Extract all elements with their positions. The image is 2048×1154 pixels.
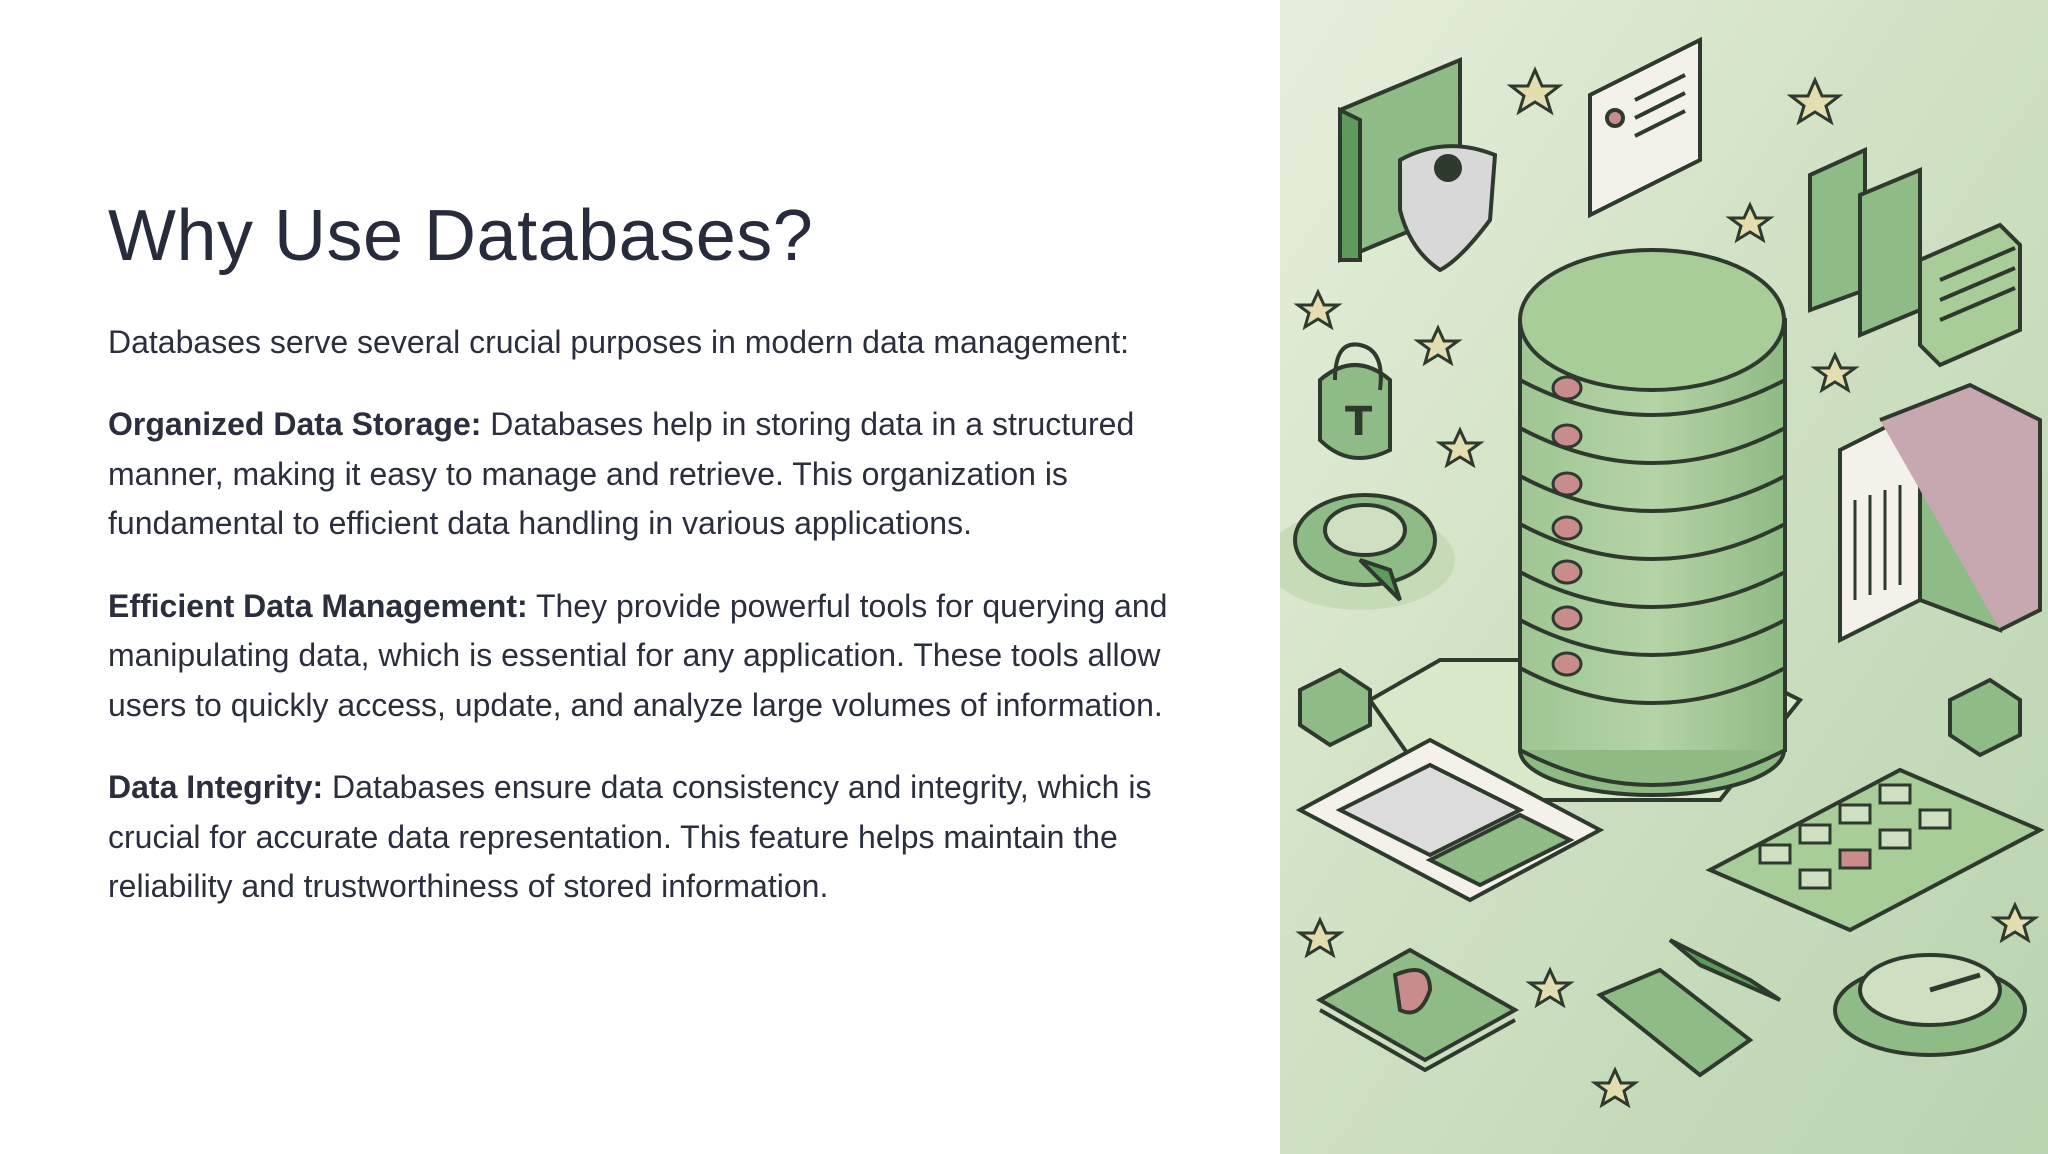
section-efficient-management: Efficient Data Management: They provide …	[108, 582, 1178, 731]
section-heading: Data Integrity:	[108, 769, 324, 805]
page-title: Why Use Databases?	[108, 196, 814, 276]
section-body: They provide powerful tools for querying…	[108, 587, 1168, 723]
section-body: Databases ensure data consistency and in…	[108, 769, 1152, 904]
notebook-icon	[1315, 947, 1520, 1073]
shield-icon	[1338, 57, 1498, 273]
pen-icon	[1596, 938, 1782, 1078]
section-data-integrity: Data Integrity: Databases ensure data co…	[108, 763, 1178, 912]
text-column: Why Use Databases? Databases serve sever…	[108, 190, 1178, 912]
building-icon	[1808, 146, 2022, 368]
tablet-icon	[1295, 737, 1605, 903]
cube-icon	[1298, 667, 2022, 758]
section-heading: Organized Data Storage:	[108, 406, 482, 442]
star-icon	[1293, 66, 2040, 1109]
stopwatch-icon	[1833, 953, 2027, 1057]
intro-text: Databases serve several crucial purposes…	[108, 324, 1129, 360]
document-icon	[1588, 36, 1702, 219]
refresh-icon	[1280, 493, 1455, 610]
database-cylinder-icon	[1367, 248, 1804, 802]
section-body: Databases help in storing data in a stru…	[108, 406, 1135, 541]
section-heading: Efficient Data Management:	[108, 587, 528, 624]
calculator-icon	[1705, 767, 2045, 933]
database-illustration: T	[1280, 0, 2048, 1154]
svg-text:T: T	[1345, 399, 1373, 445]
building-icon	[1838, 382, 2042, 644]
section-organized-storage: Organized Data Storage: Databases help i…	[108, 400, 1178, 549]
lock-icon: T	[1318, 342, 1392, 460]
